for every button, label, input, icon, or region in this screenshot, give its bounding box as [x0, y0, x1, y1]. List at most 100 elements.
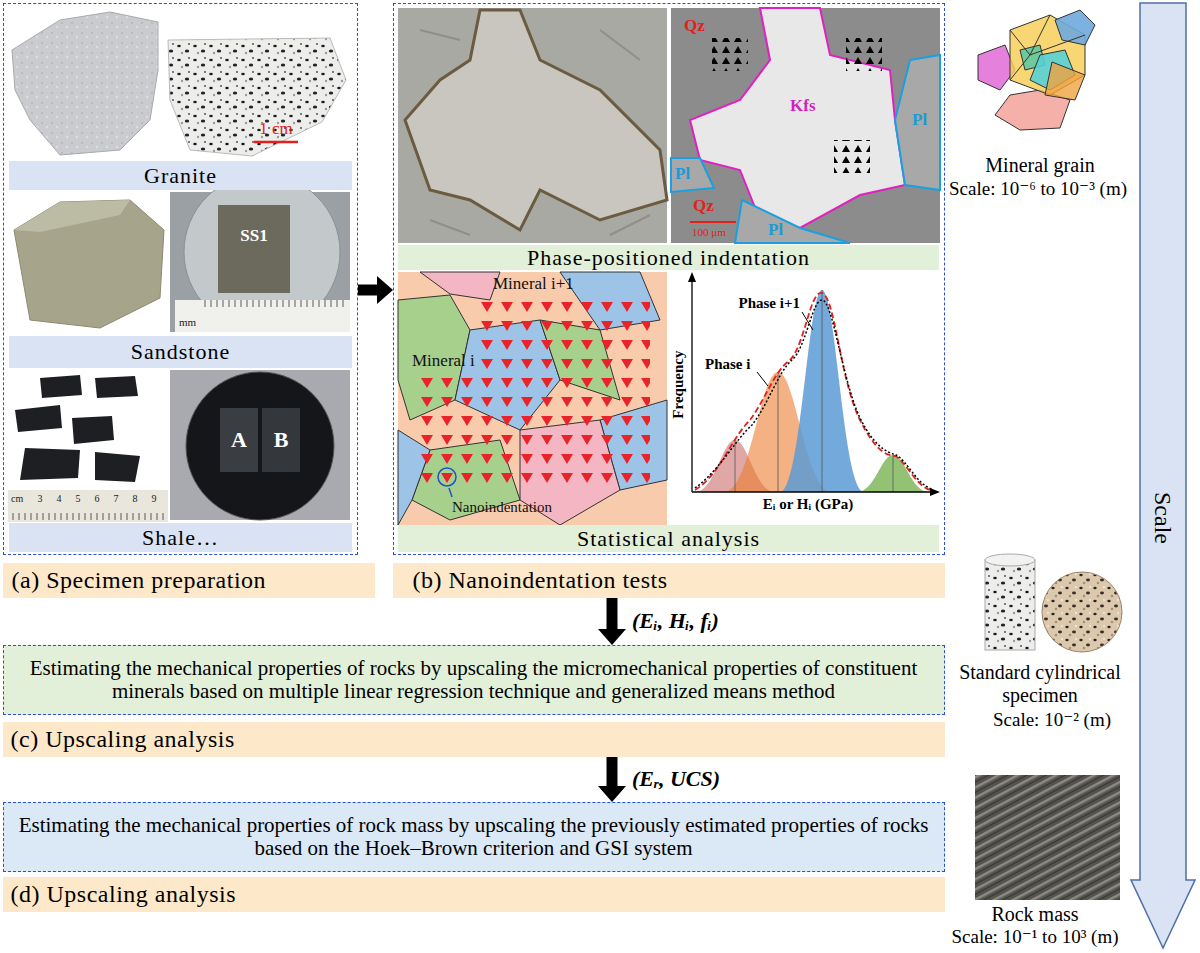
body-text: Estimating the mechanical properties of … — [12, 814, 935, 860]
indentation-map — [449, 488, 452, 497]
mineral-grain-model — [1045, 62, 1085, 100]
photo-label: 3 — [38, 493, 43, 505]
photo-label: 6 — [95, 493, 100, 505]
sem-image — [671, 158, 714, 192]
photo-label: 4 — [57, 493, 62, 505]
scale-caption: Scale: 10⁻² (m) — [993, 709, 1111, 731]
sem-image — [846, 38, 882, 71]
shale-photo — [186, 372, 334, 520]
photo-label: cm — [11, 493, 23, 505]
section-heading: (a) Specimen preparation — [3, 563, 375, 598]
shale-photo — [8, 370, 350, 522]
granite-photo — [12, 12, 158, 155]
band-label: Phase-positioned indentation — [398, 245, 939, 270]
granite-photo — [254, 141, 298, 144]
photo-label: 8 — [133, 493, 138, 505]
indentation-map — [420, 272, 500, 300]
shale-photo — [220, 408, 258, 472]
frequency-chart — [695, 293, 930, 490]
scale-text: Scale — [1149, 492, 1177, 544]
scale-caption: Mineral grain — [985, 154, 1094, 177]
sem-image — [671, 8, 940, 243]
microscope-photo — [398, 8, 667, 243]
indentation-map — [398, 272, 667, 525]
scale-caption: Rock mass — [991, 903, 1078, 926]
sem-image — [671, 8, 940, 243]
figure-label: Mineral i — [412, 351, 475, 371]
mineral-label: Pl — [912, 110, 927, 130]
arrow-outline — [1131, 3, 1195, 948]
mineral-label: 100 μm — [692, 226, 726, 239]
specimen-photos — [1042, 572, 1122, 652]
sandstone-photo — [175, 300, 350, 332]
indentation-map — [438, 468, 456, 486]
band-label: Granite — [9, 161, 352, 190]
band-text: Statistical analysis — [398, 525, 939, 552]
flow-arrow — [607, 757, 618, 787]
indentation-map — [398, 272, 667, 525]
band-text: Sandstone — [9, 336, 352, 368]
band-label: Shale… — [9, 523, 352, 552]
section-box: Phase-positioned indentationStatistical … — [393, 3, 945, 555]
mineral-grain-model — [978, 10, 1095, 130]
sandstone-photo — [14, 200, 164, 328]
sem-image — [735, 200, 850, 243]
indentation-map — [418, 374, 478, 486]
shale-photo — [95, 376, 138, 398]
shale-photo — [8, 490, 168, 522]
shale-photo — [262, 408, 300, 472]
section-heading: (c) Upscaling analysis — [3, 722, 945, 757]
photo-label: 9 — [152, 493, 157, 505]
photo-label: SS1 — [240, 226, 267, 246]
mineral-label: Pl — [675, 164, 690, 184]
shale-photo — [20, 448, 80, 480]
granite-photo — [168, 38, 346, 156]
indentation-map — [478, 298, 650, 486]
scale-caption: Standard cylindrical specimen — [955, 661, 1125, 707]
frequency-chart — [930, 488, 940, 496]
photo-label: 1 cm — [259, 119, 293, 139]
rock-mass-photo — [975, 775, 1120, 900]
photo-label: 5 — [76, 493, 81, 505]
figure-label: Eᵢ or Hᵢ (GPa) — [763, 496, 853, 513]
specimen-photos — [985, 554, 1122, 652]
frequency-chart — [695, 300, 932, 489]
frequency-chart — [692, 491, 932, 492]
figure-label: Nanoindentation — [452, 499, 552, 516]
band-text: Shale… — [9, 523, 352, 552]
sandstone-photo — [8, 174, 350, 332]
figure-label: Phase i — [705, 356, 750, 373]
sandstone-photo — [200, 300, 348, 309]
figure-label: Frequency — [670, 351, 687, 419]
figure-label: Mineral i+1 — [493, 274, 574, 294]
shale-photo — [10, 510, 166, 520]
photo-label: B — [274, 427, 289, 452]
shale-photo — [95, 452, 140, 482]
specimen-photos — [985, 554, 1035, 566]
mineral-grain-model — [1010, 15, 1085, 80]
specimen-photos — [985, 560, 1035, 650]
sem-image — [895, 55, 940, 190]
band-text: Granite — [9, 161, 352, 190]
band-label: Sandstone — [9, 336, 352, 368]
mineral-grain-model — [978, 45, 1015, 90]
arrow-outline — [1130, 2, 1196, 950]
shale-photo — [15, 405, 62, 432]
process-box: Estimating the mechanical properties of … — [3, 645, 945, 715]
mineral-label: Kfs — [790, 96, 816, 116]
sem-image — [690, 8, 905, 228]
section-box: GraniteSandstoneShale…(a) Specimen prepa… — [3, 3, 358, 555]
shale-photo — [72, 416, 114, 444]
sandstone-photo — [218, 205, 290, 293]
frequency-chart — [691, 280, 692, 492]
sem-image — [690, 221, 736, 223]
figure-label: Phase i+1 — [739, 295, 800, 312]
scale-caption: Scale: 10⁻⁶ to 10⁻³ (m) — [949, 178, 1127, 200]
microscope-photo — [398, 8, 667, 243]
sem-image — [712, 38, 748, 71]
body-text: Estimating the mechanical properties of … — [12, 657, 935, 703]
frequency-chart — [671, 272, 940, 525]
mineral-label: Pl — [768, 220, 783, 240]
sandstone-photo — [8, 192, 168, 330]
